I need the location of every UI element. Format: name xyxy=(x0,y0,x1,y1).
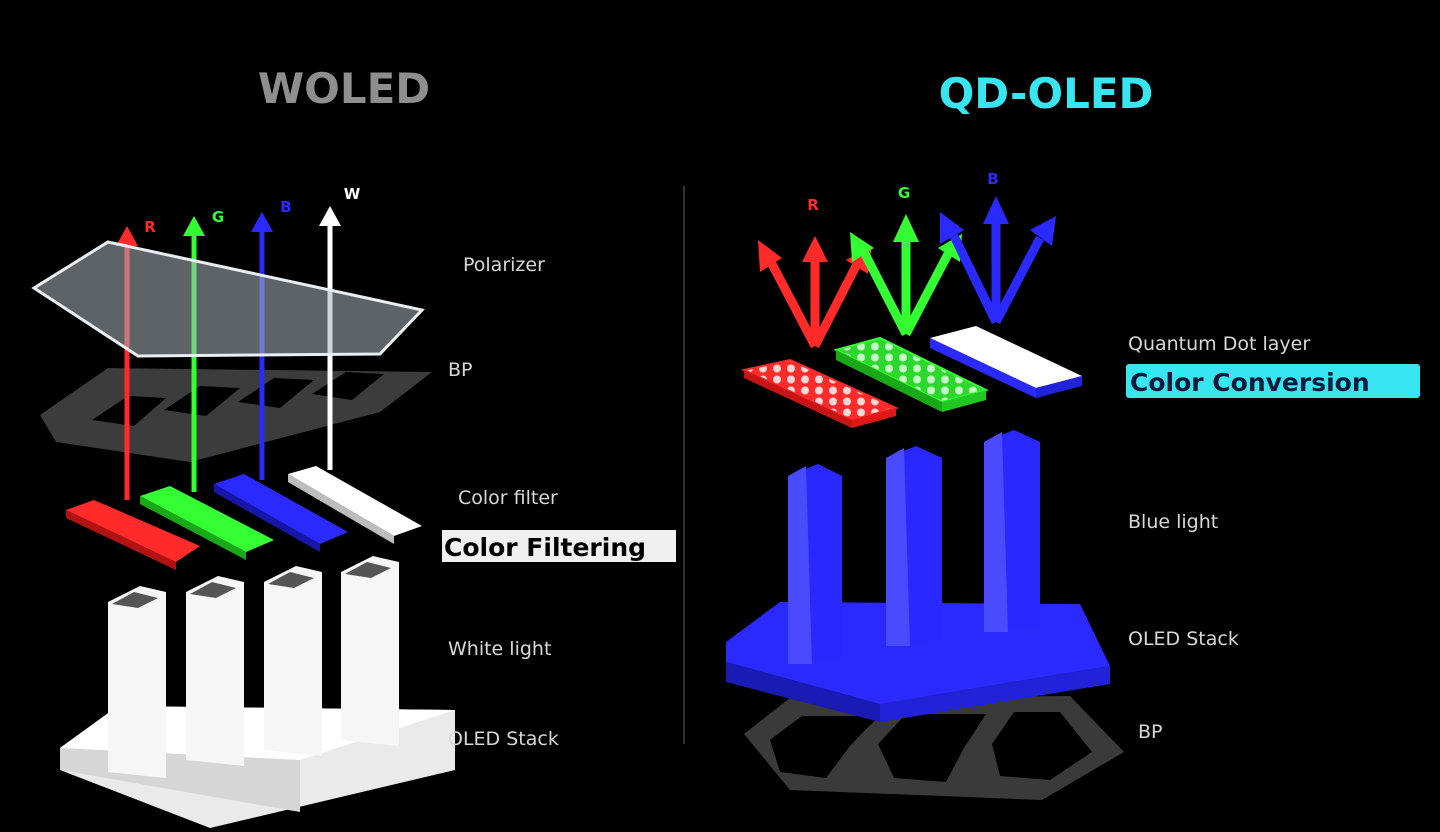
qdoled-label-oled-stack: OLED Stack xyxy=(1128,628,1239,650)
white-pillar xyxy=(264,566,322,756)
blue-qd-tile xyxy=(930,326,1082,398)
woled-diagram: WOLED xyxy=(31,64,676,828)
woled-channel-r: R xyxy=(144,218,156,236)
qdoled-blue-light-pillars xyxy=(788,430,1040,664)
qdoled-channel-b: B xyxy=(987,170,998,188)
white-filter xyxy=(288,466,422,544)
woled-polarizer xyxy=(31,240,425,358)
qdoled-bp-layer xyxy=(744,696,1124,800)
qdoled-blue-emission xyxy=(940,196,1056,325)
woled-title: WOLED xyxy=(258,64,430,113)
qdoled-diagram: QD-OLED xyxy=(726,69,1420,800)
woled-color-filters xyxy=(66,466,422,570)
blue-filter xyxy=(214,474,348,552)
white-pillar xyxy=(108,586,166,778)
green-filter xyxy=(140,486,274,560)
qdoled-badge: Color Conversion xyxy=(1126,364,1420,398)
woled-label-white-light: White light xyxy=(448,638,551,660)
green-qd-tile xyxy=(833,336,989,412)
red-qd-tile xyxy=(740,358,899,428)
woled-badge: Color Filtering xyxy=(442,530,676,562)
woled-channel-w: W xyxy=(344,185,361,203)
qdoled-channel-g: G xyxy=(898,184,910,202)
woled-white-light-pillars xyxy=(108,556,399,778)
qdoled-green-emission xyxy=(850,214,962,337)
qdoled-red-emission xyxy=(758,236,872,349)
qdoled-label-bp: BP xyxy=(1138,721,1163,743)
qdoled-channel-r: R xyxy=(807,196,819,214)
white-pillar xyxy=(341,556,399,746)
white-pillar xyxy=(186,576,244,766)
woled-channel-b: B xyxy=(280,198,291,216)
woled-badge-text: Color Filtering xyxy=(444,533,646,562)
qdoled-quantum-dot-tiles xyxy=(740,326,1082,428)
qdoled-label-quantum-dot-layer: Quantum Dot layer xyxy=(1128,333,1310,355)
qdoled-label-blue-light: Blue light xyxy=(1128,511,1218,533)
woled-label-color-filter: Color filter xyxy=(458,487,558,509)
woled-label-polarizer: Polarizer xyxy=(463,254,545,276)
woled-label-oled-stack: OLED Stack xyxy=(448,728,559,750)
woled-bp-layer xyxy=(40,368,432,462)
woled-channel-g: G xyxy=(212,208,224,226)
red-filter xyxy=(66,500,200,570)
woled-label-bp: BP xyxy=(448,359,473,381)
qdoled-badge-text: Color Conversion xyxy=(1130,368,1370,397)
qdoled-title: QD-OLED xyxy=(939,69,1154,118)
